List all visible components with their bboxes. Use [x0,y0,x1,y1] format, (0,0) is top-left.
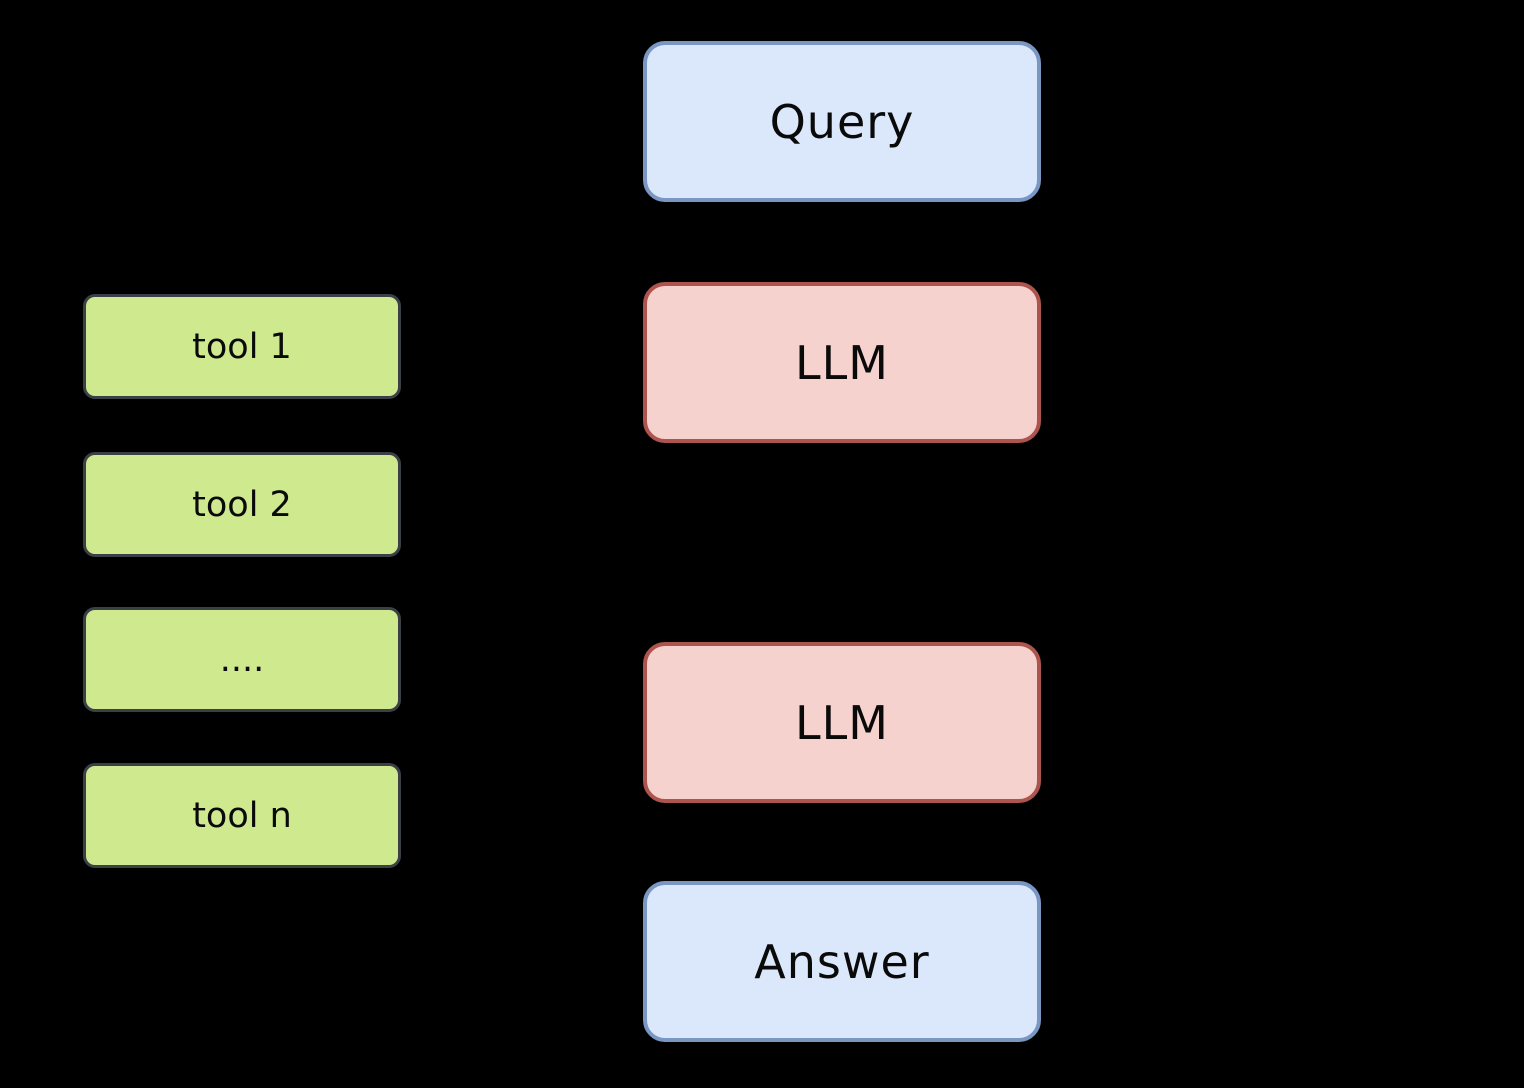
answer-label: Answer [754,934,930,989]
tool-ellipsis-label: .... [219,639,265,680]
tool-2-label: tool 2 [192,484,292,525]
llm-bottom-node: LLM [643,642,1041,803]
llm-top-label: LLM [795,335,889,390]
tool-2-node: tool 2 [83,452,401,557]
tool-1-node: tool 1 [83,294,401,399]
llm-bottom-label: LLM [795,695,889,750]
answer-node: Answer [643,881,1041,1042]
tool-n-node: tool n [83,763,401,868]
query-node: Query [643,41,1041,202]
query-label: Query [769,94,915,149]
tool-n-label: tool n [192,795,292,836]
tool-1-label: tool 1 [192,326,292,367]
tool-ellipsis-node: .... [83,607,401,712]
llm-top-node: LLM [643,282,1041,443]
